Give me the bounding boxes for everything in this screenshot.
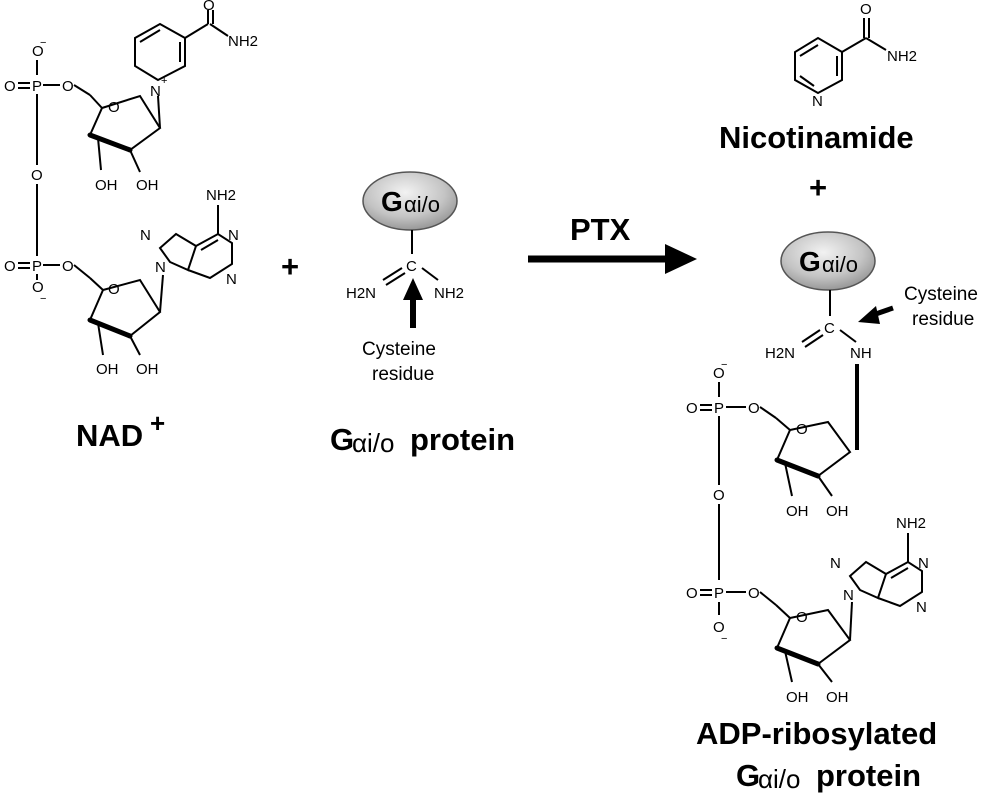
- phosphate-p: P: [32, 78, 42, 95]
- ribose2-oh-1: OH: [96, 361, 119, 378]
- nad-structure: O − O P O O O OH OH N + O NH2: [4, 0, 258, 453]
- product-cysteine-line1: Cysteine: [904, 284, 978, 305]
- product-amidine-h2n: H2N: [765, 345, 795, 362]
- ribosylated-protein-structure: G αi/o C H2N NH Cysteine residue O − O P…: [686, 231, 978, 794]
- p2-p: P: [714, 585, 724, 602]
- cysteine-label-line1: Cysteine: [362, 339, 436, 360]
- p1-o-double: O: [686, 400, 698, 417]
- phosphate-link-o: O: [62, 78, 74, 95]
- nicotinamide-n: N: [812, 93, 823, 110]
- ribose-ring-o: O: [108, 99, 120, 116]
- ribosylated-label-sub: αi/o: [758, 764, 801, 794]
- product-adenine-n9: N: [843, 587, 854, 604]
- p1-o-minus: O: [713, 365, 725, 382]
- nicotinamide-label: Nicotinamide: [719, 120, 914, 155]
- phosphate-o-double: O: [4, 78, 16, 95]
- galpha-badge-product: [780, 231, 876, 291]
- nicotinamide-carbonyl-o: O: [860, 1, 872, 18]
- galpha-badge-product-g: G: [799, 246, 821, 277]
- adenine-n9: N: [155, 259, 166, 276]
- product-ribose2-ring-o: O: [796, 609, 808, 626]
- nad-label: NAD: [76, 418, 143, 453]
- product-ribose2-oh-1: OH: [786, 689, 809, 706]
- ribose-oh-2: OH: [136, 177, 159, 194]
- adenine-nh2: NH2: [206, 187, 236, 204]
- protein-name-word: protein: [410, 422, 515, 457]
- ptx-label: PTX: [570, 212, 631, 247]
- ribosylated-label-g: G: [736, 758, 760, 793]
- nicotinamide-structure: N O NH2 Nicotinamide +: [719, 1, 917, 205]
- ribosylated-label-line1: ADP-ribosylated: [696, 716, 937, 751]
- phosphate2-link-o: O: [62, 258, 74, 275]
- pyridinium-plus: +: [161, 75, 167, 87]
- minus-charge-2: −: [40, 293, 46, 305]
- p1-minus: −: [721, 359, 727, 371]
- galpha-badge-g: G: [381, 186, 403, 217]
- adenine-n3: N: [226, 271, 237, 288]
- product-cysteine-line2: residue: [912, 309, 974, 330]
- product-adenine-n3: N: [916, 599, 927, 616]
- ribose-oh-1: OH: [95, 177, 118, 194]
- ribosylated-label-word: protein: [816, 758, 921, 793]
- p1-link-o: O: [748, 400, 760, 417]
- ribose2-oh-2: OH: [136, 361, 159, 378]
- amidine-nh2: NH2: [434, 285, 464, 302]
- bridge-o: O: [31, 167, 43, 184]
- nicotinamide-nh2: NH2: [887, 48, 917, 65]
- phosphate2-p: P: [32, 258, 42, 275]
- galpha-badge-product-sub: αi/o: [822, 252, 858, 277]
- product-ribose1-ring-o: O: [796, 421, 808, 438]
- product-amidine-carbon: C: [824, 320, 835, 337]
- amide-nh2: NH2: [228, 33, 258, 50]
- adenine-n1: N: [228, 227, 239, 244]
- pyridinium-n: N: [150, 83, 161, 100]
- product-ribose1-oh-2: OH: [826, 503, 849, 520]
- protein-name-g: G: [330, 422, 354, 457]
- product-ribose2-oh-2: OH: [826, 689, 849, 706]
- ribose2-ring-o: O: [108, 281, 120, 298]
- amidine-carbon: C: [406, 258, 417, 275]
- p2-minus: −: [721, 633, 727, 645]
- adenine-n7: N: [140, 227, 151, 244]
- product-ribose1-oh-1: OH: [786, 503, 809, 520]
- product-adenine-n1: N: [918, 555, 929, 572]
- p2-link-o: O: [748, 585, 760, 602]
- reactant-plus-sign: +: [281, 249, 299, 284]
- protein-name-sub: αi/o: [352, 428, 395, 458]
- product-adenine-n7: N: [830, 555, 841, 572]
- galpha-badge: [362, 171, 458, 231]
- p-bridge-o: O: [713, 487, 725, 504]
- nad-charge: +: [150, 408, 165, 438]
- protein-structure: G αi/o C H2N NH2 Cysteine residue G αi/o…: [330, 171, 515, 458]
- phosphate2-o-double: O: [4, 258, 16, 275]
- product-plus-sign: +: [809, 170, 827, 205]
- minus-charge: −: [40, 37, 46, 49]
- cysteine-label-line2: residue: [372, 364, 434, 385]
- product-adenine-nh2: NH2: [896, 515, 926, 532]
- p2-o-double: O: [686, 585, 698, 602]
- p2-o-minus: O: [713, 619, 725, 636]
- reaction-arrow: PTX: [528, 212, 697, 274]
- phosphate2-o-minus: O: [32, 279, 44, 296]
- amidine-h2n: H2N: [346, 285, 376, 302]
- amide-carbonyl-o: O: [203, 0, 215, 14]
- product-nh: NH: [850, 345, 872, 362]
- galpha-badge-sub: αi/o: [404, 192, 440, 217]
- phosphate-o-minus: O: [32, 43, 44, 60]
- p1-p: P: [714, 400, 724, 417]
